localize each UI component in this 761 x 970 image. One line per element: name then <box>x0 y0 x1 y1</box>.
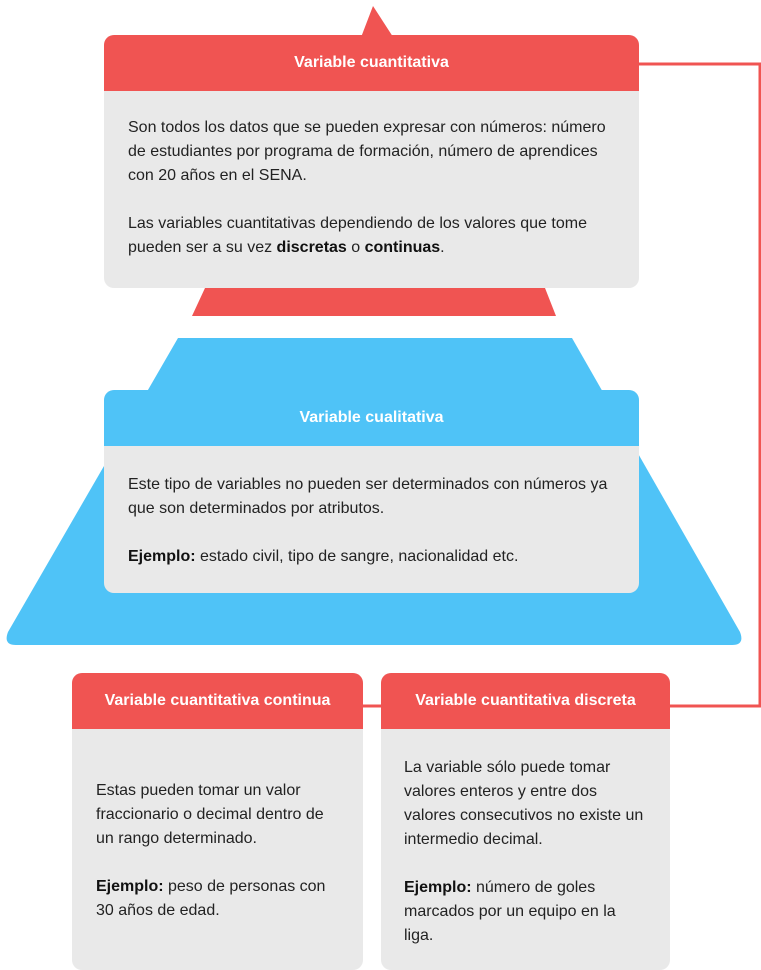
pyramid-top-base <box>192 288 556 316</box>
paragraph-definition: Este tipo de variables no pueden ser det… <box>128 476 608 517</box>
card-body: La variable sólo puede tomar valores ent… <box>381 729 670 948</box>
example-text: peso de personas con 30 años de edad. <box>96 878 326 919</box>
example-label: Ejemplo: <box>128 548 196 565</box>
card-variable-discreta: Variable cuantitativa discreta La variab… <box>381 673 670 970</box>
bold-continuas: continuas <box>364 239 441 256</box>
paragraph-example: Ejemplo: peso de personas con 30 años de… <box>96 875 341 923</box>
card-body: Son todos los datos que se pueden expres… <box>104 91 639 260</box>
paragraph-example: Ejemplo: estado civil, tipo de sangre, n… <box>128 545 615 569</box>
example-text: estado civil, tipo de sangre, nacionalid… <box>195 548 519 565</box>
card-title: Variable cuantitativa continua <box>72 673 363 729</box>
text-fragment: . <box>440 239 445 256</box>
example-label: Ejemplo: <box>404 879 472 896</box>
connector-line-right <box>638 62 761 708</box>
example-text: número de goles marcados por un equipo e… <box>404 879 616 944</box>
paragraph-definition: Son todos los datos que se pueden expres… <box>128 119 606 184</box>
paragraph-types: Las variables cuantitativas dependiendo … <box>128 212 615 260</box>
card-body: Este tipo de variables no pueden ser det… <box>104 446 639 569</box>
pyramid-top-segment <box>360 6 395 40</box>
card-variable-cualitativa: Variable cualitativa Este tipo de variab… <box>104 390 639 593</box>
example-label: Ejemplo: <box>96 878 164 895</box>
card-body: Estas pueden tomar un valor fraccionario… <box>72 729 363 923</box>
card-title: Variable cualitativa <box>104 390 639 446</box>
paragraph-example: Ejemplo: número de goles marcados por un… <box>404 876 648 948</box>
text-fragment: o <box>346 239 365 256</box>
text-fragment: Las variables cuantitativas dependiendo … <box>128 215 587 256</box>
bold-discretas: discretas <box>276 239 347 256</box>
paragraph-definition: La variable sólo puede tomar valores ent… <box>404 759 644 848</box>
card-variable-cuantitativa: Variable cuantitativa Son todos los dato… <box>104 35 639 288</box>
paragraph-definition: Estas pueden tomar un valor fraccionario… <box>96 782 324 847</box>
card-title: Variable cuantitativa <box>104 35 639 91</box>
card-variable-continua: Variable cuantitativa continua Estas pue… <box>72 673 363 970</box>
card-title: Variable cuantitativa discreta <box>381 673 670 729</box>
